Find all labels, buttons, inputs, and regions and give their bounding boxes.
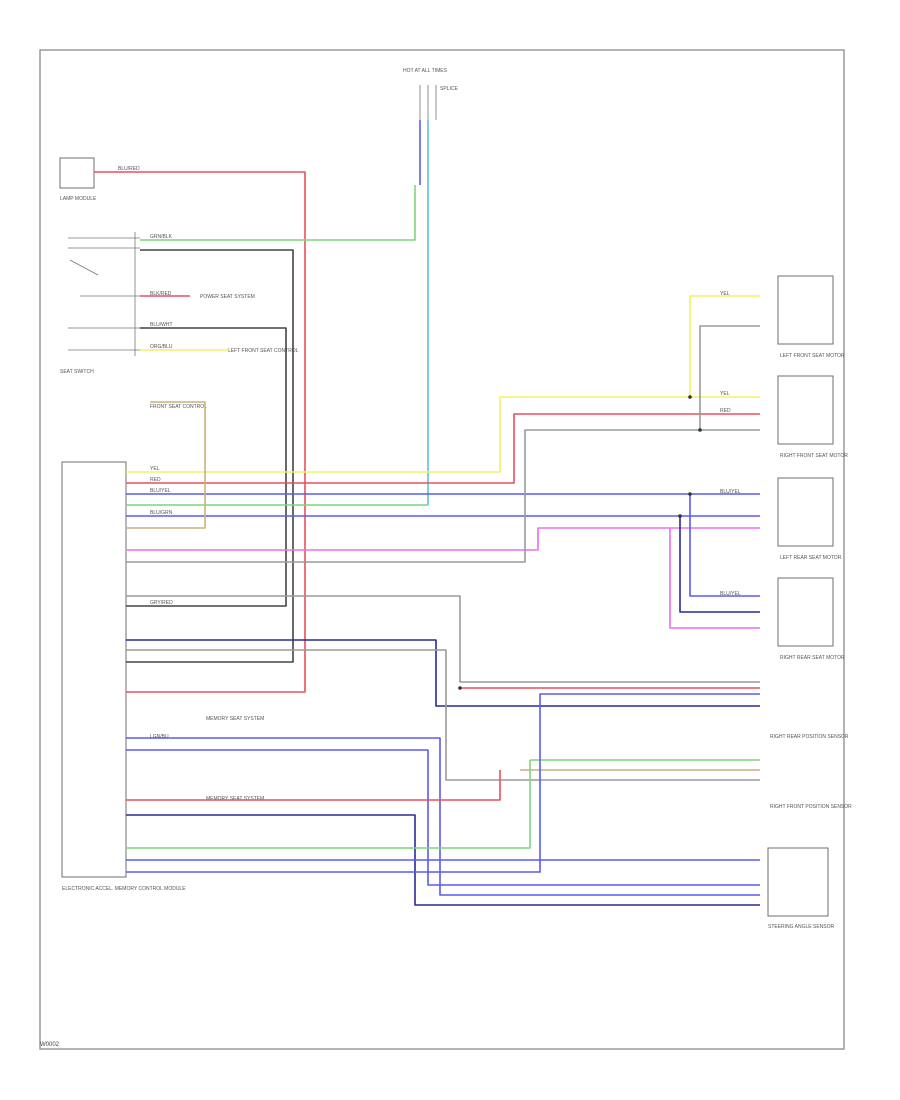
wire-magenta-rr: [669, 528, 760, 629]
power-seat-note: POWER SEAT SYSTEM: [200, 294, 255, 300]
hot-source-label: HOT AT ALL TIMES: [403, 68, 448, 74]
wire-green-switch: [140, 185, 416, 241]
control-module-label: ELECTRONIC ACCEL. MEMORY CONTROL MODULE: [62, 886, 186, 892]
fuse-note: SPLICE: [440, 86, 458, 92]
steering-angle-sensor: STEERING ANGLE SENSOR: [767, 847, 835, 930]
wire-blue-steer-2: [126, 749, 760, 886]
right-rear-seat-motor: RIGHT REAR SEAT MOTOR: [777, 577, 845, 661]
wire-gray-lf: [699, 325, 760, 430]
seat-switch: SEAT SWITCH POWER SEAT SYSTEM LEFT FRONT…: [60, 232, 299, 375]
wire-gray-rf-sensor: [126, 649, 760, 781]
diagram-frame: [39, 49, 845, 1050]
wire-label-blu-yel: BLU/YEL: [150, 488, 171, 494]
wire-label-blu-red: BLU/RED: [118, 166, 140, 172]
rf-sensor-label: RIGHT FRONT POSITION SENSOR: [770, 804, 852, 810]
hot-at-all-times-source: HOT AT ALL TIMES SPLICE: [403, 68, 458, 120]
wire-label-yel: YEL: [150, 466, 160, 472]
memory-note-1: MEMORY SEAT SYSTEM: [206, 716, 264, 722]
right-front-seat-motor: RIGHT FRONT SEAT MOTOR: [777, 375, 848, 459]
wire-navy-sensor: [126, 639, 760, 707]
wire-blue-lower-2: [126, 693, 760, 873]
wire-dark-1: [126, 249, 294, 663]
wire-red-lamp: [94, 171, 306, 693]
wire-gray-main: [126, 429, 760, 563]
wire-label-yel-rf: YEL: [720, 391, 730, 397]
wire-blue-steer-1: [126, 737, 760, 896]
lamp-module: LAMP MODULE: [59, 157, 97, 202]
wire-yellow-main: [126, 396, 760, 473]
wire-blue-rr-1: [689, 494, 760, 597]
right-rear-position-sensor: RIGHT REAR POSITION SENSOR: [770, 734, 849, 740]
wire-red-lower: [126, 770, 501, 801]
wire-yellow-lf: [689, 295, 760, 397]
steering-sensor-label: STEERING ANGLE SENSOR: [768, 924, 835, 930]
wire-label-grn-blk: GRN/BLK: [150, 234, 173, 240]
wire-label-red-rf: RED: [720, 408, 731, 414]
wire-label-lgn-bu: LGN/BU: [150, 734, 169, 740]
wire-green-lower: [126, 760, 531, 849]
wire-label-red: RED: [150, 477, 161, 483]
wire-label-blu-grn: BLU/GRN: [150, 510, 173, 516]
wire-magenta-main: [126, 527, 760, 551]
wire-label-yel-lf: YEL: [720, 291, 730, 297]
footer-code: W0002: [40, 1042, 60, 1048]
wire-label-blu-yel-rr: BLU/YEL: [720, 591, 741, 597]
left-front-note: LEFT FRONT SEAT CONTROL: [228, 348, 299, 354]
wire-red-main: [126, 413, 760, 484]
front-seat-note: FRONT SEAT CONTROL: [150, 404, 207, 410]
wire-navy-rr: [679, 516, 760, 613]
lamp-module-label: LAMP MODULE: [60, 196, 97, 202]
right-front-position-sensor: RIGHT FRONT POSITION SENSOR: [770, 804, 852, 810]
control-module: ELECTRONIC ACCEL. MEMORY CONTROL MODULE …: [61, 404, 207, 892]
wire-tan-note: [126, 401, 206, 529]
seat-switch-label: SEAT SWITCH: [60, 369, 94, 375]
wire-gray-sensor: [126, 595, 760, 683]
wire-label-blk-red: BLK/RED: [150, 291, 172, 297]
rr-sensor-label: RIGHT REAR POSITION SENSOR: [770, 734, 849, 740]
rf-motor-label: RIGHT FRONT SEAT MOTOR: [780, 453, 848, 459]
lf-motor-label: LEFT FRONT SEAT MOTOR: [780, 353, 845, 359]
left-rear-seat-motor: LEFT REAR SEAT MOTOR: [777, 477, 842, 561]
wire-label-gry-red: GRY/RED: [150, 600, 173, 606]
lr-motor-label: LEFT REAR SEAT MOTOR: [780, 555, 842, 561]
wire-dark-2: [126, 327, 287, 607]
wire-label-org-blu: ORG/BLU: [150, 344, 173, 350]
left-front-seat-motor: LEFT FRONT SEAT MOTOR: [777, 275, 845, 359]
memory-note-2: MEMORY SEAT SYSTEM: [206, 796, 264, 802]
wire-label-blu-yel-lr: BLU/YEL: [720, 489, 741, 495]
wire-label-blu-wht: BLU/WHT: [150, 322, 173, 328]
rr-motor-label: RIGHT REAR SEAT MOTOR: [780, 655, 845, 661]
